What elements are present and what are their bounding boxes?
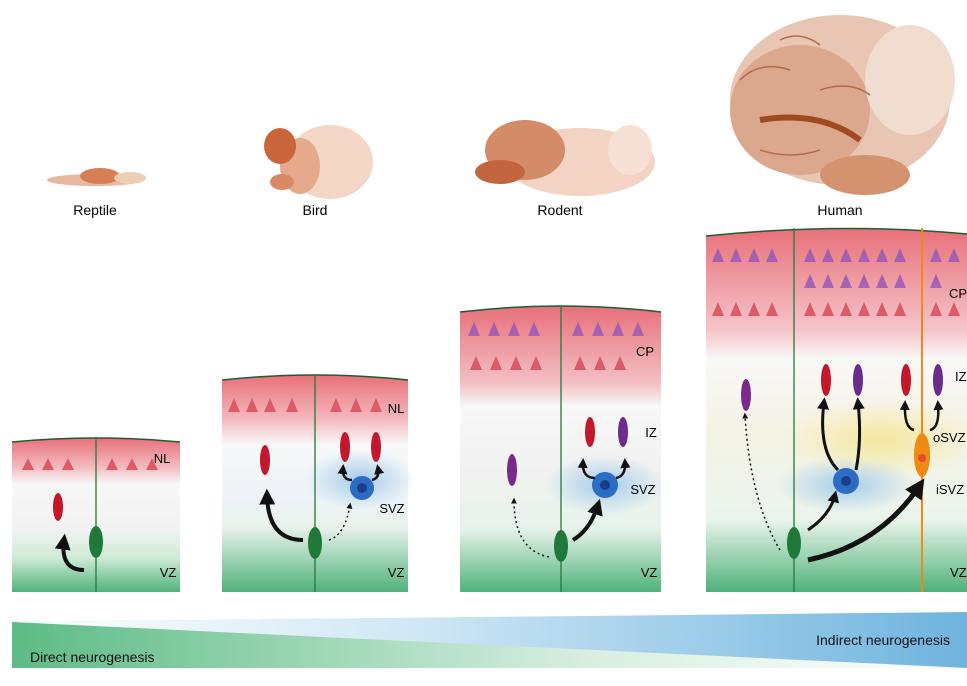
neuron-red bbox=[53, 493, 63, 521]
species-label-bird: Bird bbox=[303, 202, 328, 218]
rodent-svz-label: SVZ bbox=[630, 482, 655, 497]
human-vz-label: VZ bbox=[950, 565, 967, 580]
bird-cortex-panel: NL SVZ VZ bbox=[222, 375, 415, 592]
reptile-nl-label: NL bbox=[154, 451, 171, 466]
direct-neurogenesis-label: Direct neurogenesis bbox=[30, 649, 155, 665]
human-brain bbox=[730, 15, 955, 195]
species-label-rodent: Rodent bbox=[537, 202, 582, 218]
bird-svz-label: SVZ bbox=[379, 501, 404, 516]
human-cortex-panel: CP IZ oSVZ iSVZ VZ bbox=[706, 228, 967, 592]
bird-brain bbox=[264, 125, 373, 199]
reptile-cortex-panel: NL VZ bbox=[12, 438, 180, 592]
reptile-vz-label: VZ bbox=[160, 565, 177, 580]
rodent-vz-label: VZ bbox=[641, 565, 658, 580]
indirect-neurogenesis-label: Indirect neurogenesis bbox=[816, 632, 950, 648]
human-iz-label: IZ bbox=[955, 369, 967, 384]
radial-glia bbox=[89, 526, 103, 558]
bird-nl-label: NL bbox=[388, 401, 405, 416]
human-isvz-label: iSVZ bbox=[936, 482, 964, 497]
rodent-cp-label: CP bbox=[636, 344, 654, 359]
rodent-brain bbox=[475, 120, 655, 196]
species-label-human: Human bbox=[817, 202, 862, 218]
rodent-cortex-panel: CP IZ SVZ VZ bbox=[460, 306, 665, 592]
rodent-iz-label: IZ bbox=[645, 425, 657, 440]
reptile-brain bbox=[47, 168, 146, 186]
human-cp-label: CP bbox=[949, 286, 967, 301]
species-label-reptile: Reptile bbox=[73, 202, 117, 218]
bird-vz-label: VZ bbox=[388, 565, 405, 580]
human-osvz-label: oSVZ bbox=[933, 430, 966, 445]
neurogenesis-gradient: Direct neurogenesis Indirect neurogenesi… bbox=[12, 612, 967, 668]
